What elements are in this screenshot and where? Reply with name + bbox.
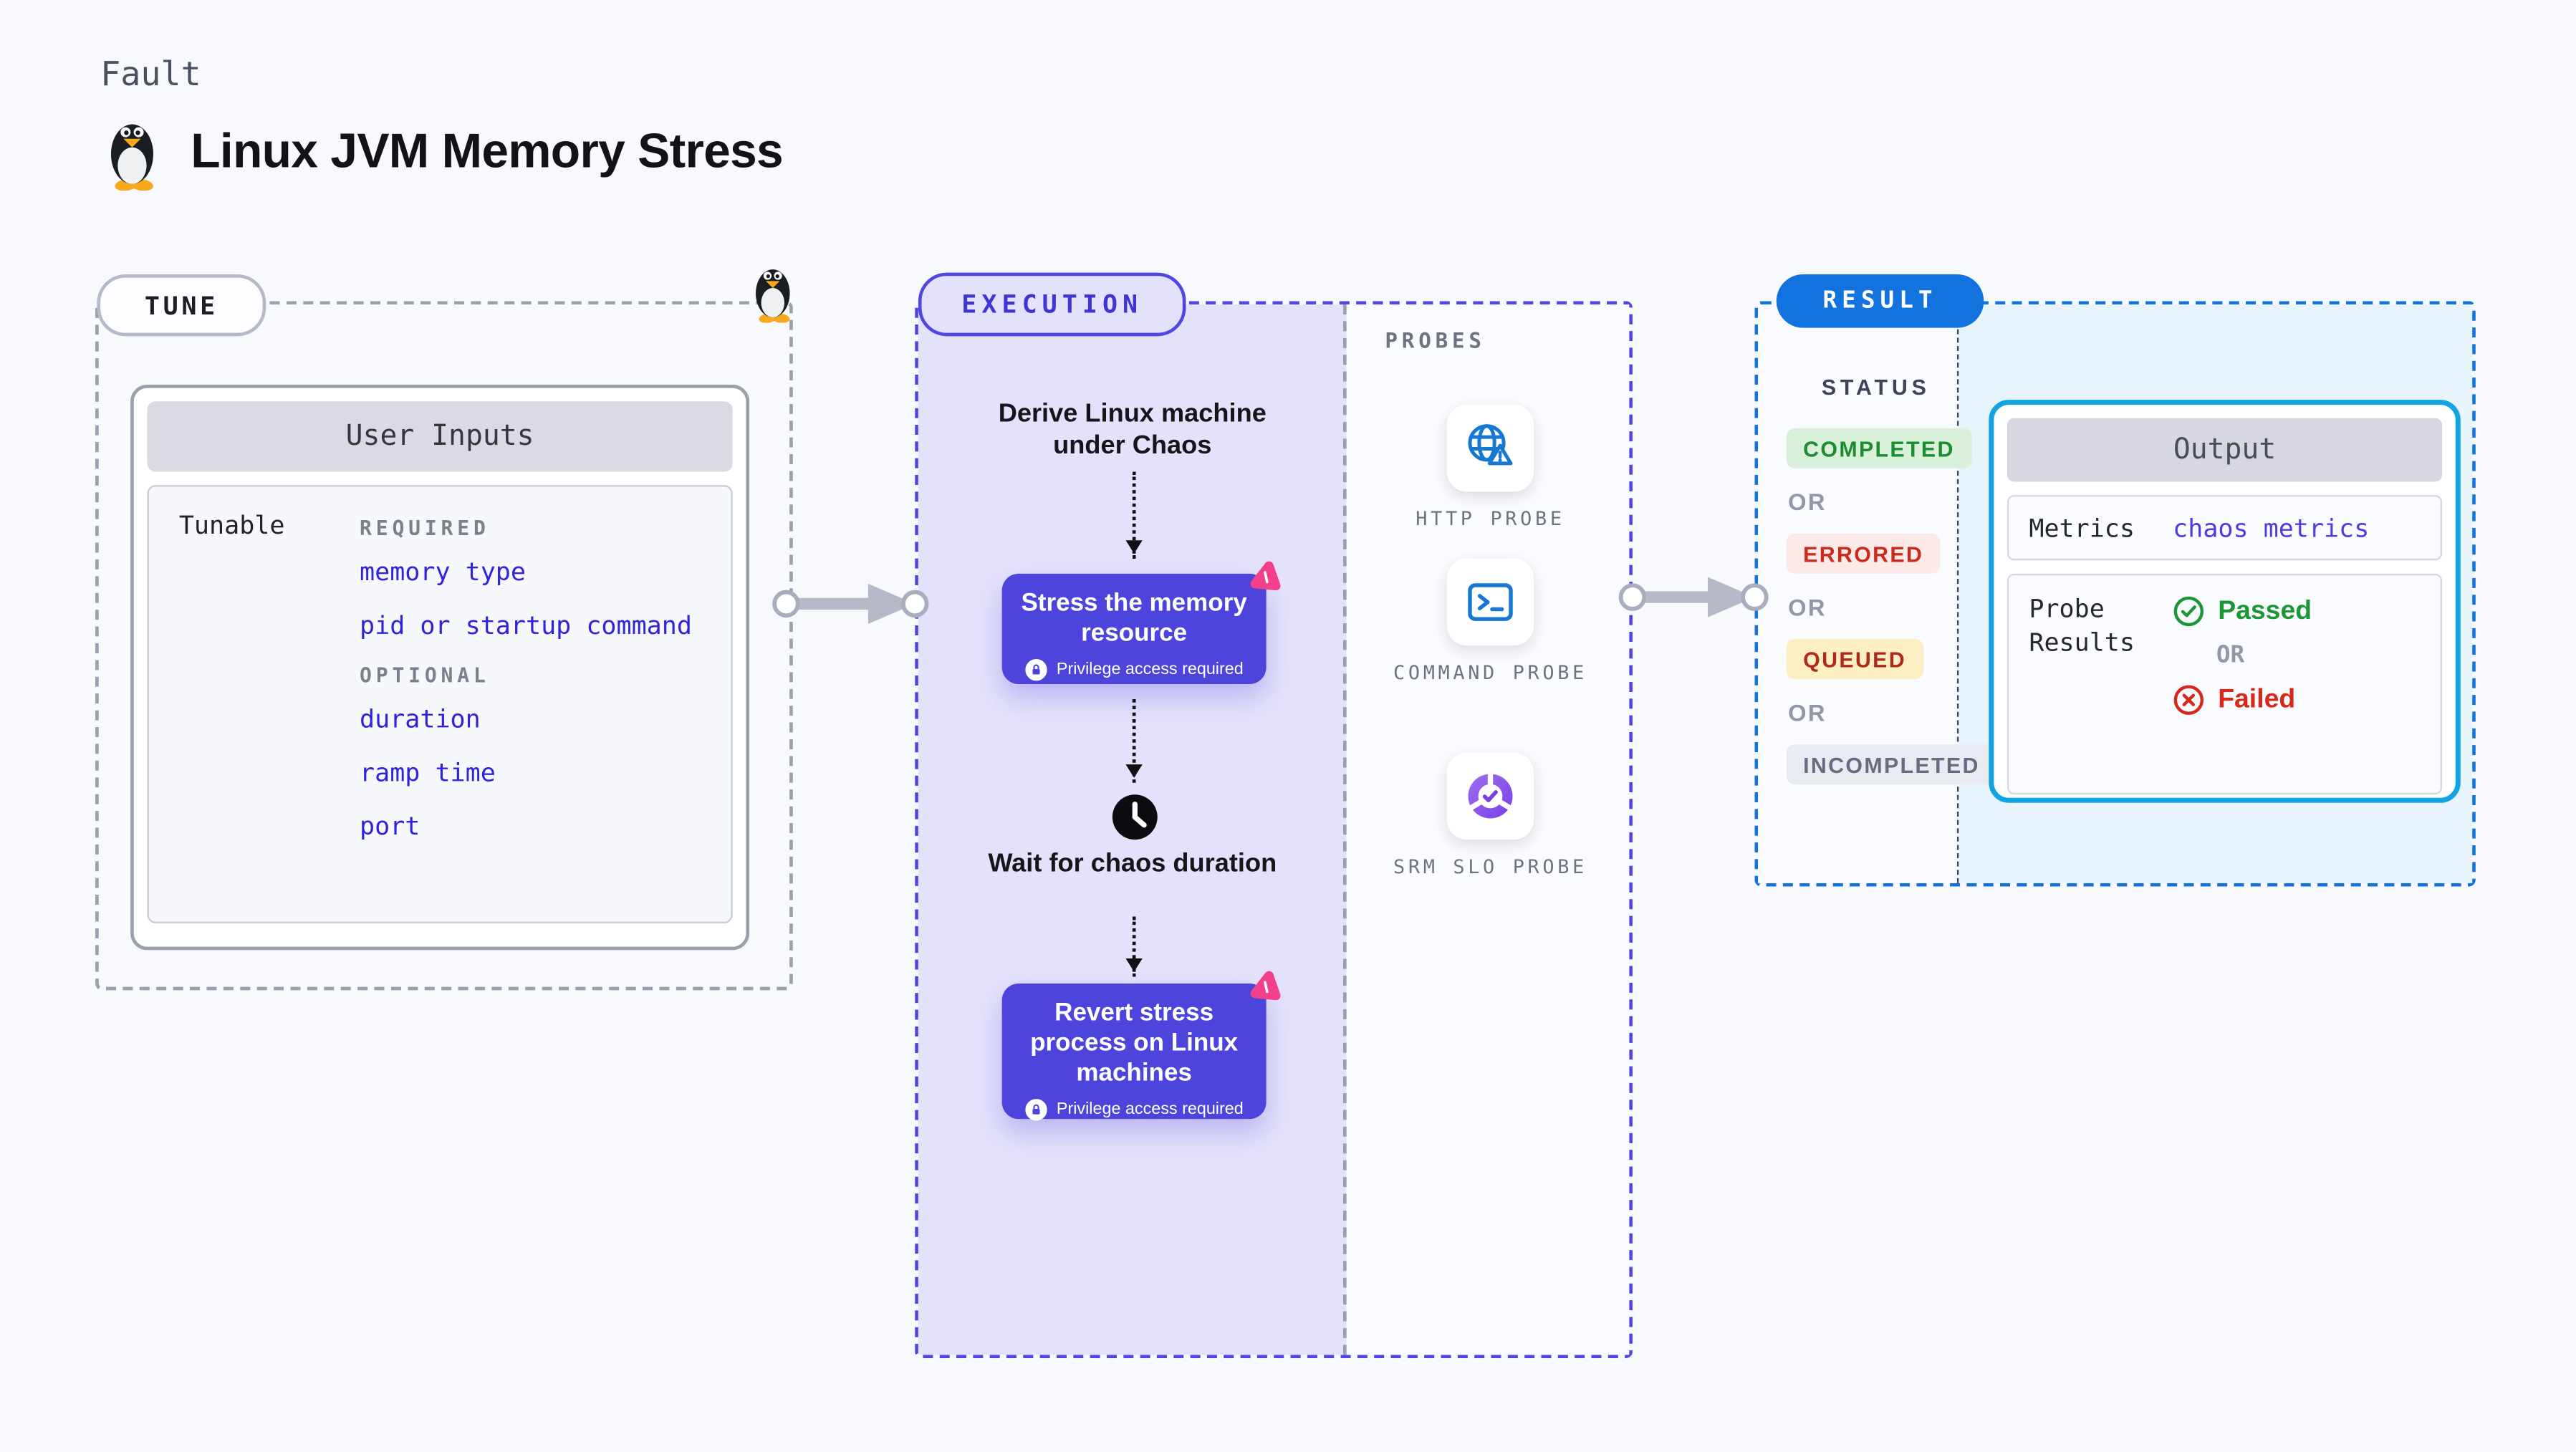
status-badge-incompleted: INCOMPLETED (1786, 744, 1997, 785)
required-group-label: REQUIRED (360, 516, 490, 541)
privilege-note-text: Privilege access required (1056, 660, 1244, 680)
http-probe-label: HTTP PROBE (1416, 506, 1565, 531)
stress-node-title: Stress the memory resource (1021, 588, 1247, 648)
failed-label: Failed (2218, 685, 2296, 713)
wait-step-label: Wait for chaos duration (988, 850, 1277, 878)
http-probe-card (1446, 405, 1534, 492)
tunable-label: Tunable (178, 510, 285, 541)
result-badge: RESULT (1776, 274, 1984, 328)
status-badge-queued: QUEUED (1786, 638, 1923, 680)
status-badge-errored: ERRORED (1786, 533, 1941, 574)
revert-node-title: Revert stress process on Linux machines (1030, 998, 1239, 1087)
status-or-separator: OR (1788, 699, 1827, 726)
metrics-label: Metrics (2029, 512, 2135, 543)
metrics-row: Metrics chaos metrics (2007, 495, 2443, 561)
failed-result: Failed (2173, 684, 2312, 716)
input-port: port (360, 811, 420, 842)
lock-icon (1024, 658, 1047, 681)
probes-to-result-arrow (1618, 577, 1769, 617)
terminal-icon (1468, 583, 1513, 621)
input-memory-type: memory type (360, 557, 526, 587)
x-circle-icon (2173, 685, 2204, 715)
privilege-note: Privilege access required (1015, 658, 1253, 681)
execution-probes-divider (1343, 304, 1347, 1355)
status-or-separator: OR (1788, 488, 1827, 516)
status-badge-completed: COMPLETED (1786, 428, 1972, 468)
flow-arrow-3 (1125, 916, 1143, 977)
probe-results-label: Probe Results (2029, 593, 2135, 658)
tux-penguin-icon-small (756, 269, 790, 323)
flow-arrow-1 (1125, 471, 1143, 559)
status-or-separator: OR (1788, 593, 1827, 621)
execution-badge: EXECUTION (918, 272, 1186, 337)
user-inputs-title: User Inputs (147, 401, 733, 472)
wait-clock-icon (1110, 793, 1159, 850)
flow-arrow-2 (1125, 699, 1143, 783)
derive-step-label: Derive Linux machine under Chaos (998, 400, 1267, 461)
tune-section (95, 301, 793, 991)
user-inputs-card: User Inputs Tunable REQUIRED memory type… (130, 385, 750, 951)
srm-slo-probe-card (1446, 752, 1534, 840)
execution-section: Derive Linux machine under Chaos Stress … (915, 301, 1633, 1359)
privilege-note-text: Privilege access required (1056, 1100, 1244, 1120)
command-probe-label: COMMAND PROBE (1393, 660, 1587, 685)
stress-memory-node: Stress the memory resource Privilege acc… (1001, 561, 1281, 685)
command-probe-card (1446, 558, 1534, 646)
litmus-chaos-icon (1250, 561, 1281, 591)
result-section: STATUS COMPLETED OR ERRORED OR QUEUED OR… (1754, 301, 2476, 887)
tune-badge: TUNE (97, 274, 266, 337)
tux-penguin-icon (110, 124, 154, 191)
user-inputs-table: Tunable REQUIRED memory type pid or star… (147, 485, 733, 923)
revert-stress-node: Revert stress process on Linux machines … (1001, 971, 1281, 1121)
input-pid-or-startup-command: pid or startup command (360, 610, 692, 641)
status-output-divider (1956, 304, 1959, 883)
check-circle-icon (2173, 596, 2204, 627)
status-heading: STATUS (1821, 375, 1931, 400)
metrics-value: chaos metrics (2173, 512, 2370, 543)
page-title: Linux JVM Memory Stress (191, 124, 784, 178)
srm-slo-probe-label: SRM SLO PROBE (1393, 855, 1587, 878)
input-ramp-time: ramp time (360, 757, 496, 788)
globe-alert-icon (1468, 424, 1513, 466)
output-card: Output Metrics chaos metrics Probe Resul… (1989, 400, 2461, 803)
passed-label: Passed (2218, 596, 2312, 625)
probe-results-row: Probe Results Passed OR (2007, 573, 2443, 795)
optional-group-label: OPTIONAL (360, 663, 490, 688)
probes-heading: PROBES (1385, 327, 1486, 353)
fault-eyebrow: Fault (100, 53, 201, 94)
passed-result: Passed (2173, 595, 2312, 627)
slo-wheel-icon (1468, 774, 1513, 819)
tune-to-execution-arrow (772, 583, 929, 624)
input-duration: duration (360, 704, 481, 735)
status-column (1758, 304, 1959, 883)
probe-results-or: OR (2216, 642, 2245, 669)
output-title: Output (2007, 418, 2443, 482)
privilege-note: Privilege access required (1015, 1099, 1253, 1121)
lock-icon (1024, 1099, 1047, 1121)
page-header: Linux JVM Memory Stress (100, 114, 784, 191)
litmus-chaos-icon (1250, 971, 1281, 1001)
